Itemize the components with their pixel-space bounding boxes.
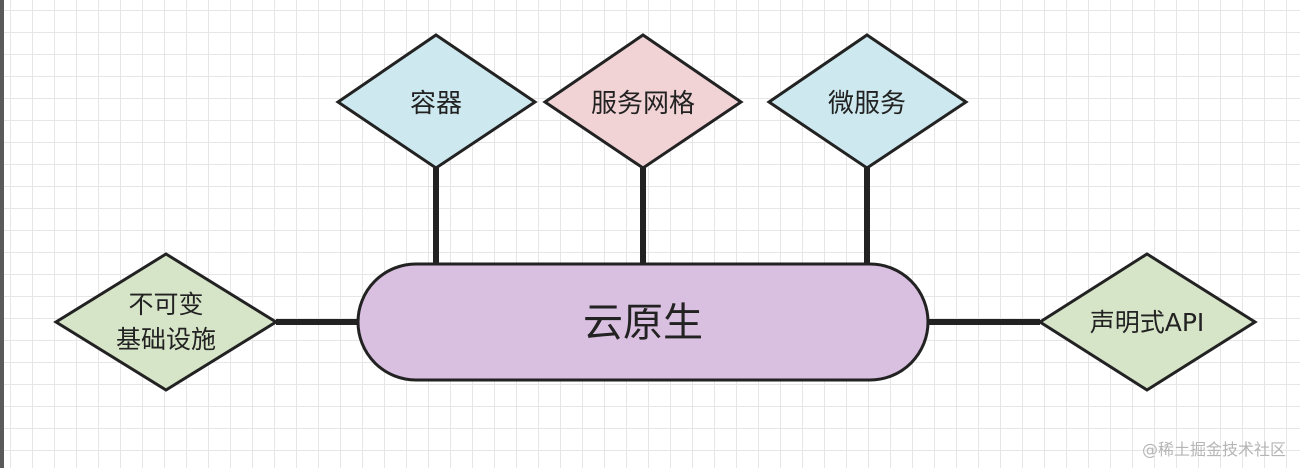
- window-left-edge: [0, 0, 4, 468]
- node-immutable-infrastructure-line-1: 不可变: [128, 290, 203, 319]
- node-immutable-infrastructure-shape: [53, 252, 279, 392]
- node-service-mesh-label: 服务网格: [591, 89, 695, 119]
- node-immutable-infrastructure-line-2: 基础设施: [116, 325, 216, 354]
- node-service-mesh: 服务网格: [542, 33, 744, 170]
- node-declarative-api-shape: [1037, 252, 1258, 392]
- node-containers: 容器: [335, 33, 538, 170]
- node-service-mesh-shape: [542, 33, 744, 170]
- node-cloud-native-label: 云原生: [583, 300, 703, 346]
- node-microservices-shape: [766, 33, 969, 170]
- node-containers-label: 容器: [410, 89, 462, 119]
- node-microservices-label: 微服务: [828, 89, 906, 119]
- node-containers-shape: [335, 33, 538, 170]
- node-cloud-native-shape: [356, 262, 930, 382]
- watermark: @稀土掘金技术社区: [1141, 440, 1286, 459]
- node-declarative-api: 声明式API: [1037, 252, 1258, 392]
- node-microservices: 微服务: [766, 33, 969, 170]
- node-cloud-native: 云原生: [356, 262, 930, 382]
- node-immutable-infrastructure: 不可变 基础设施: [53, 252, 279, 392]
- node-declarative-api-label: 声明式API: [1090, 308, 1205, 337]
